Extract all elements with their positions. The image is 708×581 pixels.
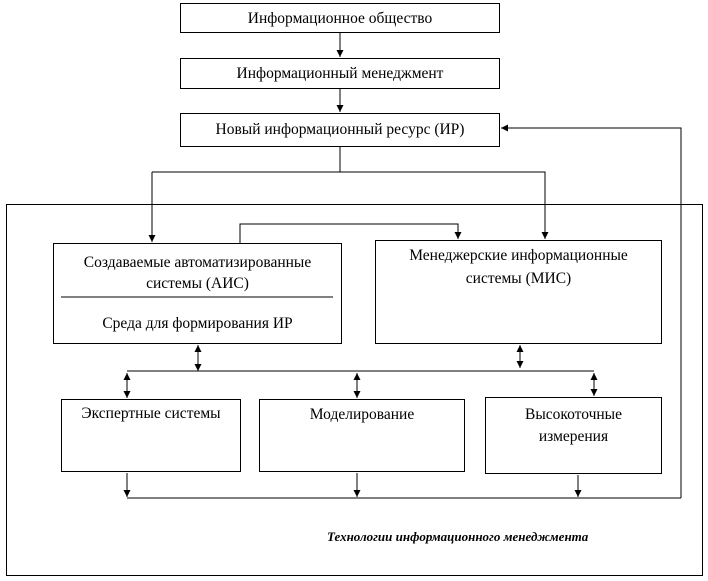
info-management-box bbox=[180, 58, 500, 89]
info-management-label: Информационный менеджмент bbox=[236, 65, 444, 82]
ir-environment-label: Среда для формирования ИР bbox=[102, 315, 293, 332]
mis-label-line1: Менеджерские информационные bbox=[409, 247, 628, 264]
modeling-box bbox=[259, 399, 465, 472]
arrow-feedback-to-resource bbox=[501, 124, 682, 498]
ais-label-line1: Создаваемые автоматизированные bbox=[83, 254, 312, 271]
technologies-caption: Технологии информационного менеджмента bbox=[327, 529, 589, 544]
ais-box bbox=[53, 243, 342, 344]
expert-systems-label: Экспертные системы bbox=[81, 405, 221, 422]
precision-measurement-box bbox=[485, 397, 662, 474]
arrow-ais-to-mis bbox=[239, 223, 462, 243]
info-society-box bbox=[180, 3, 500, 33]
arrow-resource-to-mis bbox=[340, 171, 549, 239]
ais-label-line2: системы (АИС) bbox=[146, 275, 249, 292]
mis-label-line2: системы (МИС) bbox=[465, 270, 572, 287]
new-info-resource-label: Новый информационный ресурс (ИР) bbox=[215, 121, 465, 138]
modeling-label: Моделирование bbox=[309, 406, 415, 423]
resource-split-line bbox=[152, 147, 341, 173]
expert-systems-box bbox=[61, 399, 241, 472]
new-info-resource-box bbox=[180, 113, 500, 147]
precision-label-line2: измерения bbox=[538, 428, 609, 445]
info-society-label: Информационное общество bbox=[247, 10, 433, 27]
precision-label-line1: Высокоточные bbox=[525, 406, 622, 423]
mis-box bbox=[375, 240, 662, 344]
